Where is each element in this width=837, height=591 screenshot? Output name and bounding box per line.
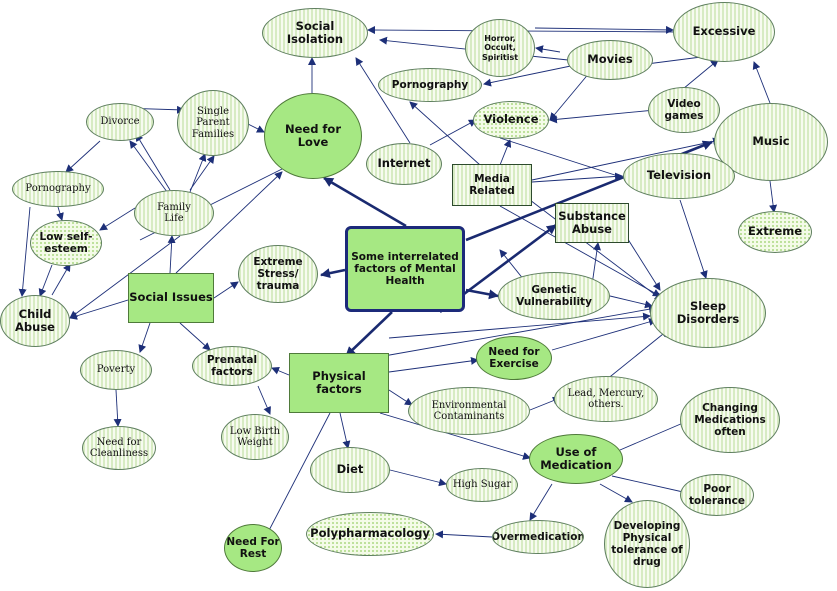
node-physical-factors: Physical factors [289, 353, 389, 413]
connector-arrow [38, 264, 53, 297]
node-horror-occult: Horror, Occult, Spiritist [465, 19, 535, 77]
connector-arrow [56, 206, 64, 221]
connector-arrow [435, 530, 493, 539]
connector-arrow [323, 176, 407, 228]
node-diet: Diet [310, 447, 390, 493]
connector-arrow [167, 235, 176, 274]
node-divorce: Divorce [86, 103, 154, 141]
connector-arrow [429, 119, 477, 146]
node-media-related: Media Related [452, 164, 532, 206]
connector-arrow [175, 171, 283, 274]
connector-arrow [247, 123, 265, 133]
connector-arrow [599, 483, 633, 503]
connector-arrow [383, 305, 657, 357]
node-television: Television [623, 153, 735, 199]
connector-arrow [609, 295, 653, 309]
connector-arrow [257, 385, 271, 415]
connector-arrow [65, 140, 101, 173]
connector-arrow [320, 268, 346, 279]
connector-arrow [529, 483, 553, 521]
node-lead-mercury: Lead, Mercury, others. [554, 376, 658, 422]
connector-arrow [189, 155, 215, 191]
node-pornography-family: Pornography [12, 171, 104, 207]
connector-arrow [69, 299, 129, 320]
connector-arrow [51, 263, 71, 296]
node-need-for-exercise: Need for Exercise [476, 336, 552, 380]
connector-arrow [679, 199, 708, 279]
node-pornography-media: Pornography [378, 68, 482, 102]
connector-arrow [113, 389, 122, 427]
connector-arrow [189, 153, 207, 193]
node-extreme: Extreme [738, 211, 812, 253]
connector-arrow [388, 389, 413, 406]
node-movies: Movies [567, 40, 653, 80]
connector-arrow [179, 322, 211, 351]
node-extreme-stress-trauma: Extreme Stress/ trauma [238, 245, 318, 303]
node-poor-tolerance: Poor tolerance [680, 474, 754, 516]
connector-arrow [379, 412, 531, 460]
connector-arrow [129, 140, 171, 197]
connector-arrow [531, 172, 623, 183]
node-poverty: Poverty [80, 350, 152, 390]
connector-arrow [389, 469, 447, 487]
connector-arrow [69, 235, 181, 319]
connector-arrow [531, 137, 721, 181]
connector-arrow [409, 101, 481, 166]
node-violence: Violence [473, 101, 549, 139]
node-low-self-esteem: Low self- esteem [30, 220, 102, 266]
connector-arrow [388, 356, 479, 373]
node-developing-tolerance: Developing Physical tolerance of drug [604, 500, 690, 588]
node-child-abuse: Child Abuse [0, 295, 70, 347]
node-single-parent-families: Single Parent Families [177, 90, 249, 156]
connector-arrow [752, 61, 771, 104]
connector-arrow [611, 475, 693, 497]
connector-arrow [138, 322, 151, 353]
node-low-birth-weight: Low Birth Weight [221, 414, 289, 460]
connector-arrow [499, 139, 512, 166]
node-high-sugar: High Sugar [446, 468, 518, 502]
connector-arrow [535, 45, 561, 54]
node-excessive: Excessive [673, 2, 775, 62]
node-social-isolation: Social Isolation [262, 8, 368, 58]
connector-arrow [551, 318, 657, 351]
connector-arrow [18, 206, 31, 297]
node-use-of-medication: Use of Medication [529, 434, 623, 484]
connector-arrow [213, 281, 239, 299]
connector-arrow [355, 57, 411, 144]
node-overmedication: Overmedication [492, 520, 584, 554]
node-need-for-love: Need for Love [264, 93, 362, 179]
node-video-games: Video games [648, 87, 720, 133]
node-sleep-disorders: Sleep Disorders [650, 278, 766, 348]
connector-arrow [619, 419, 691, 451]
node-substance-abuse: Substance Abuse [555, 203, 629, 243]
connector-arrow [339, 412, 351, 449]
connector-arrow [271, 366, 290, 376]
node-center-mental-health: Some interrelated factors of Mental Heal… [345, 226, 465, 312]
node-prenatal-factors: Prenatal factors [192, 346, 272, 386]
node-need-for-cleanliness: Need for Cleanliness [82, 426, 156, 470]
node-internet: Internet [366, 143, 442, 185]
node-music: Music [714, 103, 828, 181]
node-polypharmacology: Polypharmacology [306, 512, 434, 556]
connector-arrow [499, 205, 661, 297]
node-social-issues: Social Issues [128, 273, 214, 323]
connector-arrow [605, 329, 669, 381]
connector-arrow [345, 311, 393, 357]
connector-arrow [534, 25, 674, 34]
connector-arrow [465, 288, 499, 300]
connector-arrow [549, 109, 656, 124]
node-changing-medications: Changing Medications often [680, 387, 780, 453]
connector-arrow [529, 199, 663, 301]
node-environmental-contaminants: Environmental Contaminants [408, 387, 530, 435]
node-family-life: Family Life [134, 190, 214, 236]
connector-arrow [769, 180, 778, 213]
node-genetic-vulnerability: Genetic Vulnerability [498, 272, 610, 320]
connector-arrow [263, 412, 331, 541]
connector-arrow [99, 207, 136, 231]
connector-arrow [135, 133, 171, 191]
node-need-for-rest: Need For Rest [224, 524, 282, 572]
connector-arrow [388, 312, 651, 339]
